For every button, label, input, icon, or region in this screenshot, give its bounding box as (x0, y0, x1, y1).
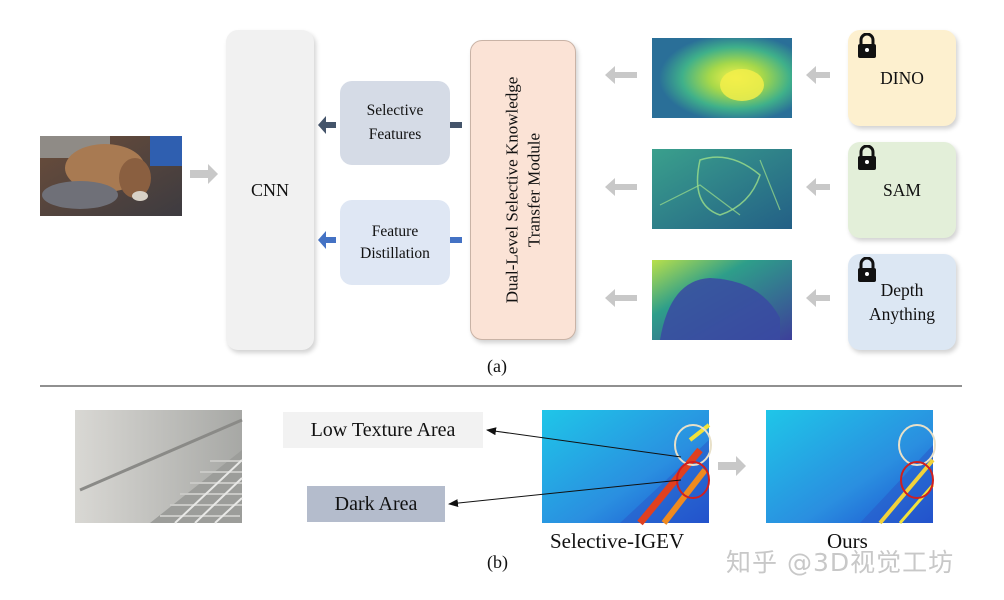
caption-b: (b) (487, 552, 508, 572)
ours-label: Ours (827, 529, 868, 553)
feature-distillation-block: Feature Distillation (340, 200, 450, 285)
staircase-photo (75, 410, 243, 524)
dog-photo (40, 136, 182, 216)
low-texture-area-label: Low Texture Area (283, 412, 483, 448)
dual-level-module-block: Dual-Level Selective Knowledge Transfer … (470, 40, 576, 340)
arrow-left-icon (605, 178, 637, 196)
arrow-left-icon (605, 289, 637, 307)
arrow-left-icon (605, 66, 637, 84)
lock-icon (858, 145, 876, 170)
feature-distillation-line2: Distillation (360, 244, 430, 262)
arrow-left-icon (318, 231, 336, 249)
watermark: 知乎 @3D视觉工坊 (726, 548, 955, 577)
depth-label-line1: Depth (880, 280, 924, 300)
dark-area-label: Dark Area (307, 486, 445, 522)
lock-icon (858, 257, 876, 282)
sam-label: SAM (883, 180, 921, 200)
depth-feature-map (652, 260, 792, 340)
arrow-left-icon (806, 178, 830, 196)
selective-features-block: Selective Features (340, 81, 450, 165)
lock-icon (858, 33, 876, 58)
cnn-block: CNN (226, 30, 314, 350)
module-title-line2: Transfer Module (524, 132, 544, 248)
selective-igev-disparity (542, 410, 712, 526)
sam-feature-map (652, 149, 792, 229)
selective-igev-label: Selective-IGEV (550, 529, 685, 553)
module-title-line1: Dual-Level Selective Knowledge (502, 76, 522, 304)
dino-model-block: DINO (848, 30, 956, 126)
arrow-right-icon (718, 456, 746, 476)
selective-features-line1: Selective (366, 102, 424, 119)
depth-label-line2: Anything (868, 304, 936, 324)
dino-label: DINO (880, 68, 924, 88)
dino-feature-map (652, 38, 792, 118)
selective-features-line2: Features (368, 126, 422, 143)
arrow-right-icon (190, 164, 218, 184)
sam-model-block: SAM (848, 142, 956, 238)
arrow-left-icon (806, 289, 830, 307)
arrow-left-icon (806, 66, 830, 84)
arrow-left-icon (318, 116, 336, 134)
module-title: Dual-Level Selective Knowledge Transfer … (501, 77, 545, 304)
depth-anything-model-block: Depth Anything (848, 254, 956, 350)
ours-disparity (766, 410, 936, 525)
cnn-label: CNN (250, 179, 289, 200)
caption-a: (a) (487, 356, 507, 376)
feature-distillation-line1: Feature (371, 222, 419, 240)
